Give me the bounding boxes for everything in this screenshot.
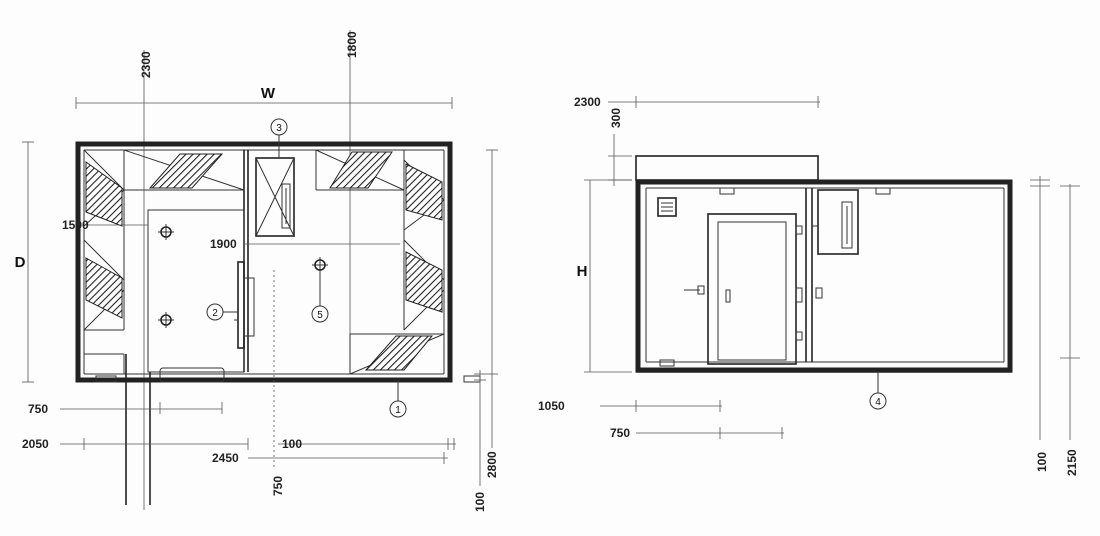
dim-100-plan-v: 100 [473,492,487,512]
dim-100-elev: 100 [1035,452,1049,472]
dim-750-plan: 750 [28,402,48,416]
top-unit [635,155,819,181]
dim-100-plan-h: 100 [282,437,302,451]
height-label: H [577,263,588,280]
dim-2150: 2150 [1065,449,1079,476]
callout-3: 3 [270,118,288,158]
dim-2300-elev: 2300 [574,95,601,109]
plan-outer-wall [75,141,453,383]
callout-4: 4 [869,372,887,410]
dim-2300-plan: 2300 [139,51,153,78]
svg-text:1: 1 [395,405,401,416]
depth-dimension: D [15,141,34,383]
shelving-top-left [123,149,245,191]
callout-1: 1 [389,380,407,418]
width-dimension: W [75,85,453,109]
callout-5: 5 [311,270,329,323]
svg-text:5: 5 [317,310,323,321]
shelving-bottom-right [349,333,445,375]
svg-text:2: 2 [212,308,218,319]
door-2 [234,261,255,349]
elevation-view: 2300 300 H [538,95,1080,476]
dim-1050: 1050 [538,399,565,413]
dim-750-plan-v: 750 [271,476,285,496]
cabinet-3 [255,157,295,237]
dim-1800-plan: 1800 [345,31,359,58]
dim-300: 300 [609,108,623,128]
svg-text:3: 3 [276,123,282,134]
dim-750-elev: 750 [610,426,630,440]
height-dimension: H [577,179,632,373]
dim-2050: 2050 [22,437,49,451]
light-fixture-1 [158,224,174,240]
dim-1900: 1900 [210,237,237,251]
depth-label: D [15,254,26,271]
callout-2: 2 [206,303,238,321]
dim-1500: 1500 [62,218,89,232]
dim-2800: 2800 [485,451,499,478]
light-fixture-2 [158,312,174,328]
shelving-right [403,150,445,331]
vent-grille [657,197,677,217]
shelving-top-right [315,149,444,191]
elevation-door [707,213,803,365]
svg-text:4: 4 [875,397,881,408]
elevation-outer-wall [635,179,1013,373]
elevation-cabinet [812,189,859,299]
plan-view: W D 2300 1800 [15,30,499,512]
dim-2450: 2450 [212,451,239,465]
width-label: W [261,85,276,102]
shelving-left [83,149,125,331]
